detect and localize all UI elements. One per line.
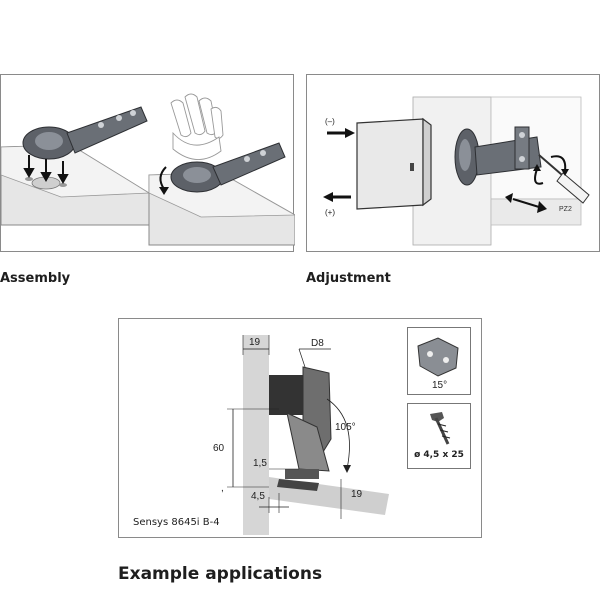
assembly-illustration xyxy=(1,93,295,246)
adjustment-panel: (–) (+) PZ2 xyxy=(306,74,600,252)
screw-label: ø 4,5 x 25 xyxy=(414,450,464,460)
dim-gap: 1,5 xyxy=(253,458,267,469)
arrow-left-icon xyxy=(323,192,351,202)
dim-offset: 4,5 xyxy=(251,491,265,502)
rotate-arrow-icon xyxy=(159,166,169,195)
adjustment-caption: Adjustment xyxy=(306,271,391,286)
cabinet-side xyxy=(243,335,269,535)
product-label: Sensys 8645i B-4 xyxy=(133,517,220,528)
examples-caption: Example applications xyxy=(118,564,323,584)
door-icon xyxy=(356,117,432,210)
plus-label: (+) xyxy=(325,208,335,217)
arrow-right-icon xyxy=(327,128,355,138)
rotate-arrow-icon xyxy=(534,155,567,185)
screw-icon xyxy=(430,412,451,445)
mounting-plate-icon: 15° xyxy=(417,337,459,391)
adjustment-illustration: (–) (+) PZ2 xyxy=(323,96,590,246)
dim-height: 60 xyxy=(213,443,225,454)
example-panel: 19 D8 60 1,5 4,5 105° 19 , Sensys 8645i … xyxy=(118,318,482,538)
assembly-panel xyxy=(0,74,295,252)
assembly-caption: Assembly xyxy=(0,271,71,286)
screwdriver-label: PZ2 xyxy=(559,206,572,213)
minus-label: (–) xyxy=(325,117,335,126)
example-drawing: 19 D8 60 1,5 4,5 105° 19 , Sensys 8645i … xyxy=(133,335,389,535)
dim-panel-thickness: 19 xyxy=(351,489,363,500)
hinge-icon xyxy=(22,106,148,160)
dim-top-thickness: 19 xyxy=(249,337,261,348)
arrow-down-icon xyxy=(23,155,69,185)
hinge-pressed-icon xyxy=(170,142,286,193)
hand-icon xyxy=(170,93,224,160)
hinge-cup xyxy=(269,375,303,415)
tick-mark: , xyxy=(221,483,224,494)
mounting-plate-box: 15° xyxy=(407,327,471,395)
screwdriver-icon xyxy=(538,154,590,204)
dim-bore: D8 xyxy=(311,338,324,349)
hinge-icon xyxy=(454,126,542,186)
double-arrow-icon xyxy=(505,193,547,213)
plate-angle-label: 15° xyxy=(432,380,447,391)
screw-box: ø 4,5 x 25 xyxy=(407,403,471,469)
dim-angle: 105° xyxy=(335,422,356,433)
